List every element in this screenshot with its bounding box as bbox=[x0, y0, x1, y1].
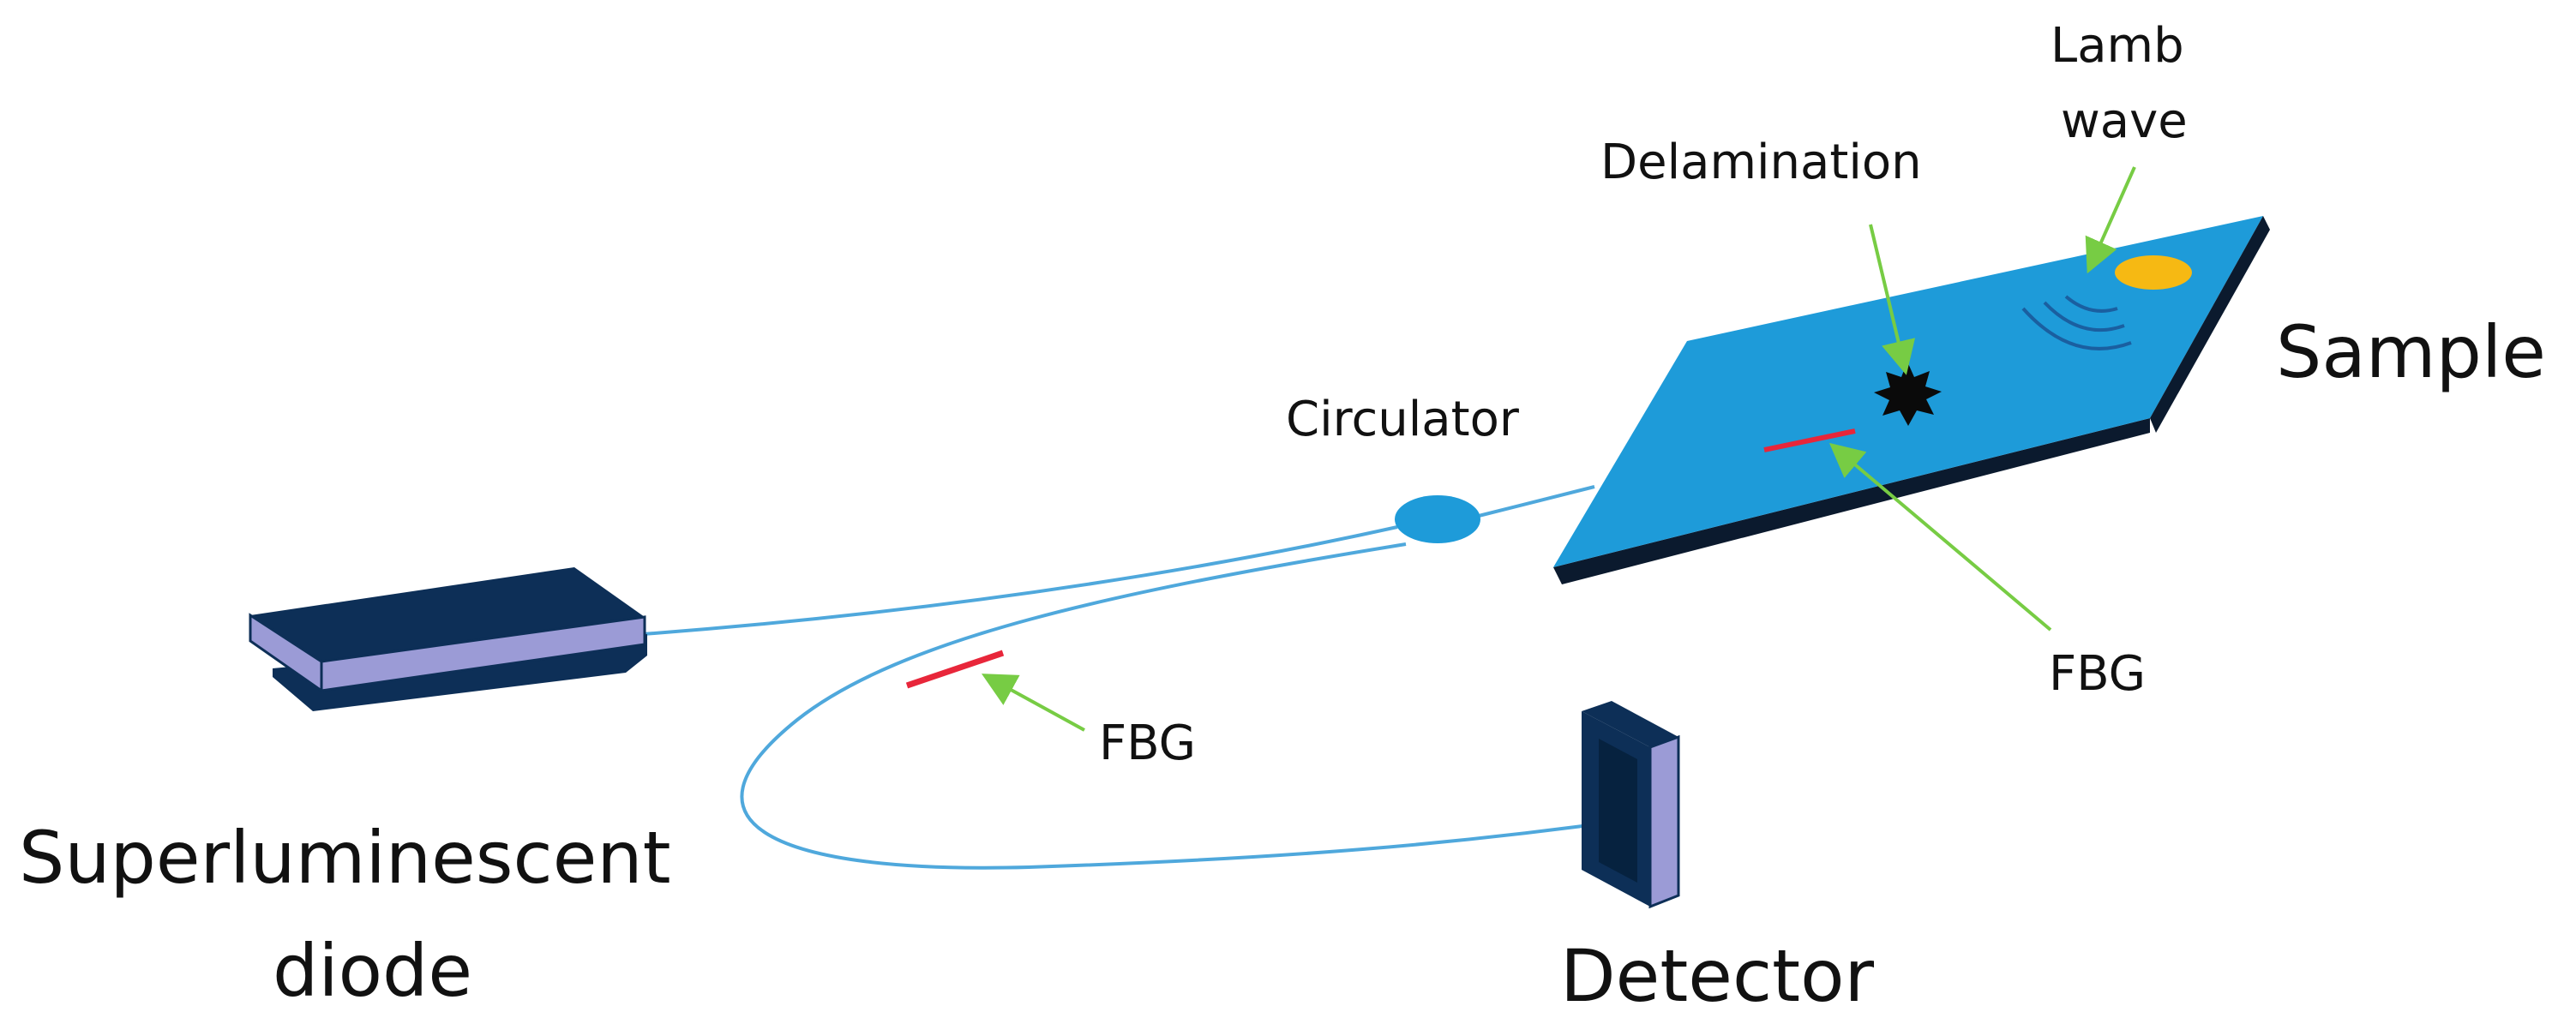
pointer-arrows bbox=[981, 166, 2136, 732]
lamb-wave-arc-2 bbox=[2043, 301, 2125, 332]
label-fbg-fiber: FBG bbox=[1099, 716, 1196, 771]
delamination-star bbox=[1874, 362, 1942, 426]
superluminescent-diode-box bbox=[249, 567, 647, 711]
label-sample: Sample bbox=[2276, 310, 2546, 394]
sample-edge bbox=[1553, 418, 2150, 584]
lamb-wave-arc-3 bbox=[2021, 307, 2132, 350]
detector-top bbox=[1582, 701, 1678, 747]
labels: Superluminescent diode Detector Sample C… bbox=[19, 18, 2546, 1018]
circulator-ellipse bbox=[1395, 495, 1480, 543]
arrow-lamb-wave bbox=[2085, 166, 2136, 274]
arrow-delamination bbox=[1869, 224, 1916, 375]
fibers bbox=[642, 485, 1634, 870]
fiber-loop-to-detector bbox=[740, 542, 1634, 870]
arrow-fbg-fiber bbox=[981, 674, 1085, 732]
label-source-line2: diode bbox=[273, 929, 472, 1013]
source-top bbox=[250, 567, 645, 662]
label-delamination: Delamination bbox=[1600, 135, 1922, 190]
lamb-wave-arc-1 bbox=[2064, 295, 2118, 313]
source-side bbox=[249, 613, 323, 693]
label-circulator: Circulator bbox=[1286, 392, 1520, 447]
detector-side bbox=[1648, 734, 1680, 909]
fiber-circulator-to-sample bbox=[1478, 485, 1595, 518]
label-fbg-sample: FBG bbox=[2049, 646, 2146, 702]
fbg-fiber-marker bbox=[905, 650, 1005, 689]
lamb-wave-source bbox=[2115, 255, 2192, 290]
detector-box bbox=[1582, 701, 1680, 909]
label-source-line1: Superluminescent bbox=[19, 816, 671, 900]
label-lamb-line2: wave bbox=[2061, 93, 2188, 149]
label-detector: Detector bbox=[1560, 934, 1874, 1018]
lamb-wave-arcs bbox=[2021, 255, 2192, 350]
sample-right-edge bbox=[2150, 216, 2270, 433]
fiber-source-to-circulator bbox=[642, 525, 1398, 636]
arrow-fbg-sample bbox=[1828, 442, 2052, 632]
fbg-sample-marker bbox=[1763, 428, 1856, 452]
label-lamb-line1: Lamb bbox=[2051, 18, 2184, 74]
detector-window bbox=[1599, 739, 1637, 883]
